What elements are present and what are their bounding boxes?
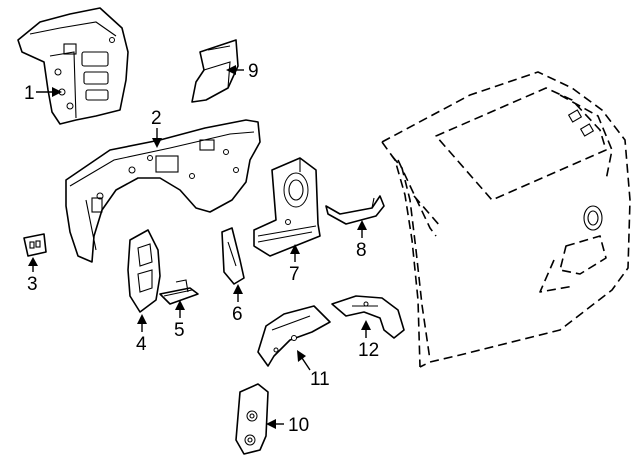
part-7-housing [253,157,321,257]
part-12-wheelhouse-liner [331,295,405,339]
callout-8: 8 [356,240,367,261]
callout-11: 11 [310,369,330,390]
part-5-bracket [159,279,199,305]
callout-3: 3 [27,274,38,295]
part-1-quarter-inner-panel [17,7,129,125]
part-11-wheelhouse-liner [257,305,331,367]
callout-2: 2 [151,108,162,129]
callout-5: 5 [174,320,185,341]
callout-10: 10 [288,415,309,436]
part-10-bracket [235,383,269,455]
callout-4: 4 [136,334,147,355]
vehicle-body-outline [381,71,631,368]
callout-1: 1 [24,83,35,104]
part-3-clip [23,233,47,257]
callout-6: 6 [232,304,243,325]
part-2-wheelhouse-outer [65,119,261,263]
callout-7: 7 [289,264,300,285]
part-9-bracket [191,39,239,103]
part-8-bracket [325,195,385,225]
callout-9: 9 [248,61,259,82]
callout-labels: 1 2 3 4 5 6 7 8 9 10 11 12 [24,61,379,436]
part-6-brace [221,227,245,285]
leader-11 [301,357,311,371]
leader-lines [28,65,371,429]
fuel-door [583,205,603,231]
callout-12: 12 [358,340,379,361]
part-4-reinforcement [127,229,161,313]
